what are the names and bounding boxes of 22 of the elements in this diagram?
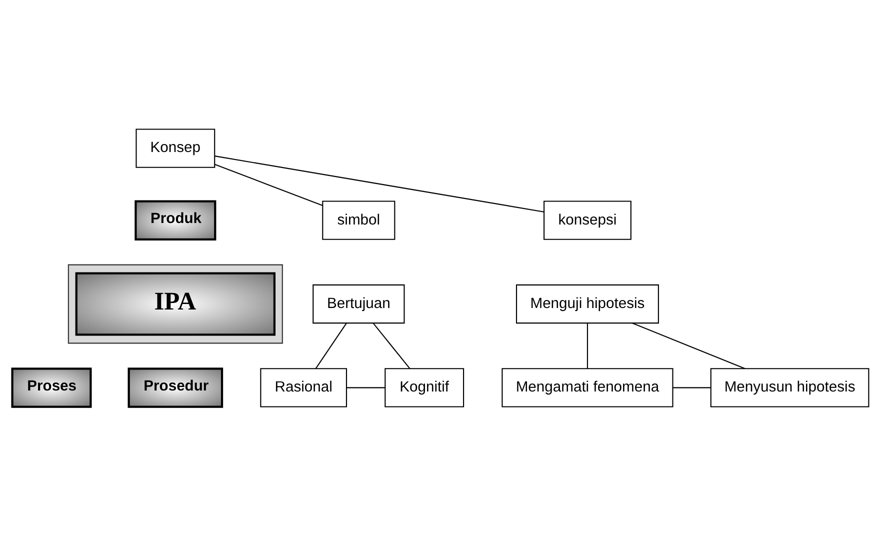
- node-box: Menguji hipotesis: [516, 284, 659, 324]
- node-box: Produk: [134, 200, 216, 240]
- node-box: Proses: [11, 368, 92, 408]
- connector: [586, 323, 588, 369]
- node-box: Mengamati fenomena: [502, 368, 674, 408]
- connector: [214, 156, 544, 212]
- connector: [346, 387, 386, 388]
- node-box: Kognitif: [384, 368, 464, 408]
- node-box: Menyusun hipotesis: [710, 368, 870, 408]
- connector: [672, 387, 711, 388]
- node-box: IPA: [75, 272, 276, 336]
- node-box: Bertujuan: [312, 284, 405, 324]
- node-box: Prosedur: [128, 368, 224, 408]
- cluster: [68, 264, 283, 344]
- node-box: konsepsi: [544, 200, 632, 240]
- connector: [372, 322, 410, 369]
- connector: [214, 164, 323, 206]
- node-box: Rasional: [260, 368, 348, 408]
- node-box: simbol: [322, 200, 396, 240]
- connector: [315, 322, 347, 369]
- node-box: Konsep: [136, 128, 216, 168]
- connector: [632, 322, 746, 370]
